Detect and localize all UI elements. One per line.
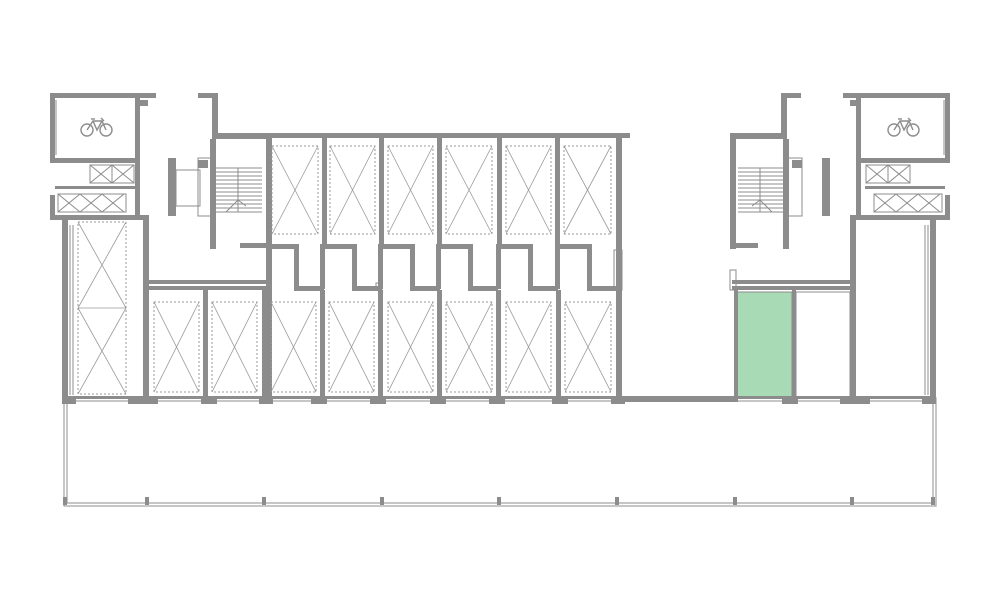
terrace [63,397,937,507]
lower-units [153,290,612,400]
facade [62,291,936,404]
bicycle-icon [887,117,920,137]
highlighted-unit[interactable] [736,291,793,399]
left-core [50,93,270,400]
upper-units [266,133,630,398]
right-core [729,93,950,400]
bicycle-icon [80,117,113,137]
